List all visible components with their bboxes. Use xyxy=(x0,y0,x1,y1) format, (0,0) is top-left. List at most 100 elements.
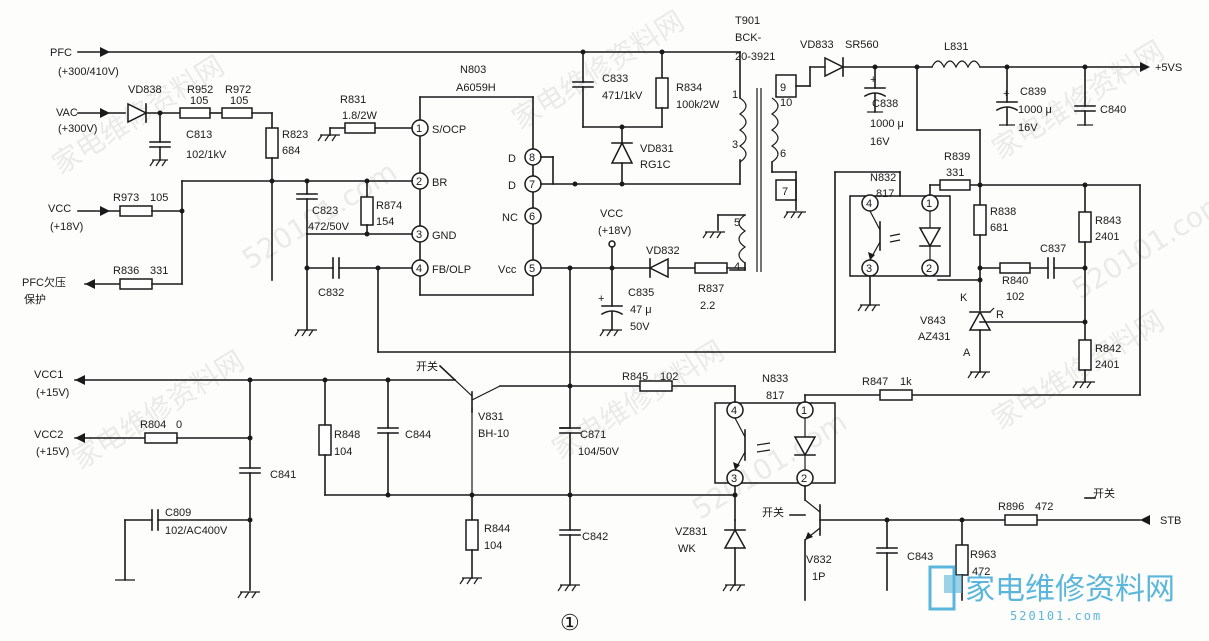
r834-ref: R834 xyxy=(676,82,702,94)
c833-ref: C833 xyxy=(602,73,628,85)
c835-value2: 50V xyxy=(630,321,650,333)
v843-value: AZ431 xyxy=(918,331,950,343)
watermark-text: 家电维修资料网 xyxy=(546,334,730,466)
br-net: C823 472/50V R874 154 xyxy=(269,178,413,237)
resistor-r839 xyxy=(939,179,971,191)
feedback-network: R839 331 R838 681 R840 102 C837 R843 240… xyxy=(909,151,1141,396)
resistor-r823 xyxy=(265,127,279,159)
c813-value: 102/1kV xyxy=(186,149,227,161)
c871-value: 104/50V xyxy=(578,446,620,458)
output-stage: VD833 SR560 + C838 1000 μ 16V L831 +5VS … xyxy=(800,39,1182,186)
resistor-r836 xyxy=(119,278,153,290)
vcc-label: VCC xyxy=(48,203,71,215)
c832-ref: C832 xyxy=(318,287,344,299)
v831-value: BH-10 xyxy=(478,428,509,440)
pfc-voltage: (+300/410V) xyxy=(58,66,119,78)
resistor-r837 xyxy=(694,262,728,274)
svg-text:2: 2 xyxy=(801,473,807,485)
svg-text:A: A xyxy=(963,347,971,359)
r840-ref: R840 xyxy=(1002,275,1028,287)
r847-ref: R847 xyxy=(862,376,888,388)
vd831-ref: VD831 xyxy=(640,143,674,155)
vcc2-label: VCC2 xyxy=(34,429,63,441)
svg-text:5: 5 xyxy=(734,217,740,229)
svg-text:7: 7 xyxy=(529,179,535,191)
site-logo: 家电维修资料网 520101.com xyxy=(928,565,1175,623)
r834-value: 100k/2W xyxy=(676,99,720,111)
vd833-value: SR560 xyxy=(845,39,879,51)
pin-br: BR xyxy=(432,177,447,189)
resistor-r874 xyxy=(360,196,374,226)
vcc-mid-label: VCC xyxy=(600,208,623,220)
svg-text:2: 2 xyxy=(416,176,422,188)
vd831-value: RG1C xyxy=(640,159,671,171)
c844-ref: C844 xyxy=(405,429,431,441)
c871-ref: C871 xyxy=(580,429,606,441)
r972-ref: R972 xyxy=(225,84,251,96)
resistor-r838 xyxy=(973,204,987,236)
svg-text:3: 3 xyxy=(732,139,738,151)
fb-net: C832 xyxy=(294,171,901,353)
r973-ref: R973 xyxy=(113,192,139,204)
r843-value: 2401 xyxy=(1095,231,1119,243)
vcc-aux-net: VCC (+18V) VD832 R837 2.2 + C835 47 μ 50… xyxy=(540,208,746,429)
c838-ref: C838 xyxy=(872,98,898,110)
r848-ref: R848 xyxy=(334,429,360,441)
svg-text:6: 6 xyxy=(529,211,535,223)
c839-value1: 1000 μ xyxy=(1018,104,1052,116)
r843-ref: R843 xyxy=(1095,215,1121,227)
pfc-protection: PFC欠压 保护 R836 331 xyxy=(22,210,183,306)
c842-ref: C842 xyxy=(582,531,608,543)
c835-value1: 47 μ xyxy=(630,304,652,316)
v831-ref: V831 xyxy=(478,411,504,423)
svg-text:3: 3 xyxy=(866,263,872,275)
t901-ref: T901 xyxy=(735,15,760,27)
c838-value2: 16V xyxy=(870,136,890,148)
stb-switch-label: 开关 xyxy=(1093,486,1115,500)
r804-ref: R804 xyxy=(140,419,166,431)
watermark-text: 家电维修资料网 xyxy=(986,304,1170,436)
svg-text:6: 6 xyxy=(780,148,786,160)
svg-text:3: 3 xyxy=(416,229,422,241)
r845-ref: R845 xyxy=(622,371,648,383)
r847-value: 1k xyxy=(900,376,912,388)
resistor-r831 xyxy=(344,122,376,134)
r972-value: 105 xyxy=(230,95,248,107)
svg-text:4: 4 xyxy=(734,261,740,273)
r848-value: 104 xyxy=(334,446,352,458)
vac-label: VAC xyxy=(56,107,78,119)
c839-value2: 16V xyxy=(1018,122,1038,134)
vcc-voltage: (+18V) xyxy=(50,221,83,233)
vcc1-voltage: (+15V) xyxy=(36,387,69,399)
r838-ref: R838 xyxy=(990,206,1016,218)
resistor-r952 xyxy=(179,107,211,119)
c841-ref: C841 xyxy=(270,469,296,481)
r874-ref: R874 xyxy=(376,200,402,212)
vcc1-vcc2-section: VCC1 (+15V) VCC2 (+15V) R804 0 C841 C809… xyxy=(34,369,738,599)
stb-label: STB xyxy=(1160,515,1181,527)
t901-value2: 20-3921 xyxy=(735,51,775,63)
r804-value: 0 xyxy=(176,419,182,431)
r839-value: 331 xyxy=(946,167,964,179)
svg-text:+: + xyxy=(598,293,604,305)
c813-ref: C813 xyxy=(186,129,212,141)
vz831-value: WK xyxy=(678,543,696,555)
vcc2-voltage: (+15V) xyxy=(36,446,69,458)
resistor-r831-group: R831 1.8/2W xyxy=(317,94,413,142)
c809-value: 102/AC400V xyxy=(165,525,228,537)
watermark-text: 家电维修资料网 xyxy=(986,34,1170,166)
svg-text:8: 8 xyxy=(529,152,535,164)
resistor-r844 xyxy=(465,519,479,551)
transistor-v831: 开关 V831 BH-10 R844 104 xyxy=(416,359,736,585)
c809-ref: C809 xyxy=(165,507,191,519)
svg-text:R: R xyxy=(996,309,1004,321)
v832-switch-label: 开关 xyxy=(762,505,784,519)
resistor-r840 xyxy=(999,262,1031,274)
transformer-t901: T901 BCK- 20-3921 1 3 5 4 9 10 6 7 xyxy=(702,15,826,273)
resistor-r843 xyxy=(1078,211,1092,243)
out5v-label: +5VS xyxy=(1155,62,1182,74)
pin-d1: D xyxy=(508,153,516,165)
svg-text:3: 3 xyxy=(731,473,737,485)
r952-ref: R952 xyxy=(187,84,213,96)
vac-input: VAC (+300V) VD838 R952 105 R972 105 C813… xyxy=(56,84,308,281)
